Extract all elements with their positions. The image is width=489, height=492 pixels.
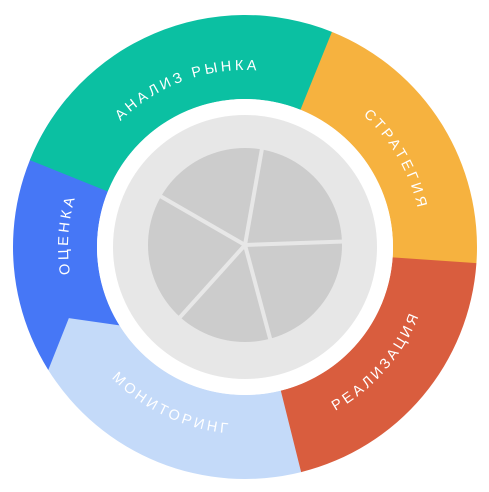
pie-divider <box>177 243 247 320</box>
segment-market-analysis <box>29 14 346 192</box>
segment-label-evaluation: ОЦЕНКА <box>56 192 80 275</box>
pie-divider <box>158 193 246 247</box>
segment-monitoring <box>48 318 302 480</box>
pie-divider <box>244 239 345 247</box>
hub-pie-icon <box>148 147 345 342</box>
pie-center <box>242 242 248 248</box>
segment-implementation <box>258 257 477 473</box>
pie-divider <box>243 244 273 342</box>
segment-strategy <box>300 31 477 293</box>
pie-divider <box>243 147 265 246</box>
hub <box>97 99 393 395</box>
cycle-segments <box>12 14 477 480</box>
